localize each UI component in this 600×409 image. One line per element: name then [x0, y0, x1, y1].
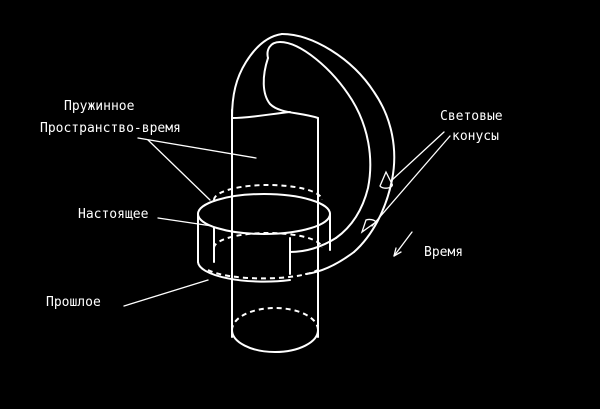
label-time: Время — [424, 245, 463, 260]
pointer-lines — [123, 131, 451, 307]
label-light-cones-line1: Световые — [440, 109, 503, 124]
cylinder-bottom-front — [231, 329, 319, 353]
cylinder-bottom-back — [231, 307, 319, 331]
ring-outer-top-front — [197, 213, 331, 235]
light-cone-upper — [379, 170, 393, 189]
label-present: Настоящее — [78, 207, 149, 222]
cylinder-top-opening — [231, 111, 291, 119]
time-arrow-head — [393, 247, 402, 257]
pointer-present — [157, 217, 213, 227]
label-light-cones-line2: конусы — [452, 129, 499, 144]
spring-spacetime — [231, 33, 396, 275]
ring-inner-dashed-lower — [207, 269, 319, 280]
spring-lower-inner — [289, 237, 337, 253]
spring-inner-tongue — [262, 57, 319, 119]
label-spring-line2: Пространство-время — [40, 121, 181, 136]
label-past: Прошлое — [46, 295, 101, 310]
present-ring — [197, 184, 331, 283]
spring-outer-right — [281, 33, 396, 253]
pointer-cone-lower — [371, 135, 451, 227]
pointer-spring-2 — [147, 139, 211, 201]
time-arrow — [393, 231, 413, 257]
pointer-cone-upper — [391, 131, 445, 181]
spring-lower-sweep — [305, 251, 355, 275]
ring-inner-dashed-top — [213, 184, 323, 201]
label-spring-line1: Пружинное — [64, 99, 135, 114]
cylinder — [231, 109, 319, 353]
spring-outer-left — [231, 33, 283, 119]
ring-outer-top-back — [197, 193, 331, 215]
ring-bottom-front — [197, 261, 291, 283]
ring-inner-dashed-bottom — [213, 232, 323, 249]
time-arrow-shaft — [393, 231, 413, 257]
pointer-past — [123, 279, 209, 307]
spring-inner-edge — [266, 41, 372, 239]
pointer-spring-1 — [137, 137, 257, 159]
